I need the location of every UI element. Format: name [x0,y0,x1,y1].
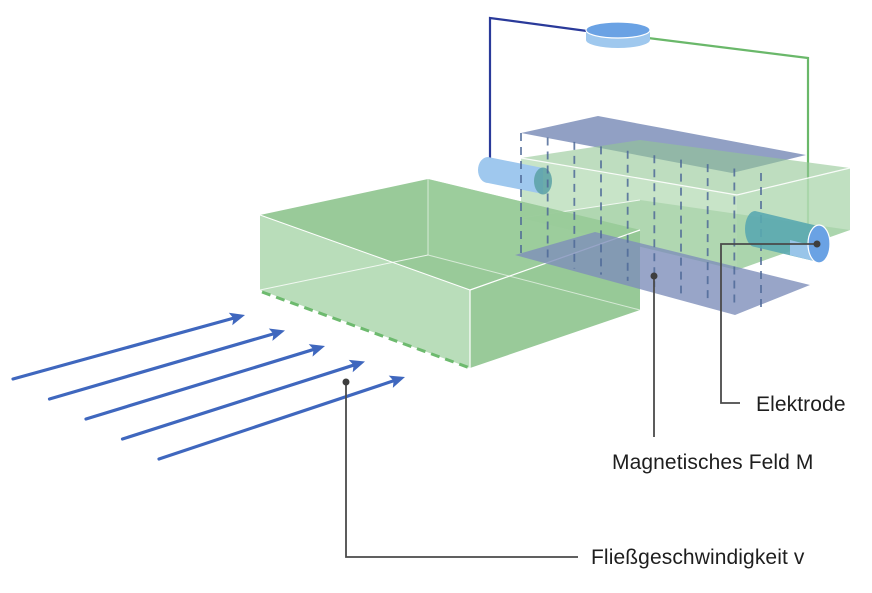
label-electrode: Elektrode [756,393,846,416]
leader-electrode [720,240,821,404]
flow-arrow-head-icon [268,328,285,341]
inlet-dashed-edge [261,290,471,370]
leader-flow-velocity [342,378,578,558]
flow-arrow-shaft [157,377,400,461]
label-flow-velocity: Fließgeschwindigkeit v [591,546,805,569]
electrode-left [478,157,552,195]
flow-arrow-shaft [84,346,319,421]
label-magnetic-field: Magnetisches Feld M [612,451,814,474]
magnetic-field-lines [520,133,762,312]
flow-arrow-shaft [11,315,239,381]
flow-velocity-arrows [11,312,405,461]
flow-arrow-head-icon [348,359,365,373]
flow-arrow-head-icon [308,344,325,357]
electrode-right [745,211,831,264]
flow-arrow-head-icon [228,312,245,326]
flow-arrow-shaft [120,362,359,441]
wire-left [488,16,588,160]
leader-magnetic-field [650,272,658,437]
flow-arrow-head-icon [388,375,405,388]
meter-icon [585,21,651,48]
magnet-plate-bottom [515,232,810,315]
flow-arrow-shaft [47,331,279,401]
